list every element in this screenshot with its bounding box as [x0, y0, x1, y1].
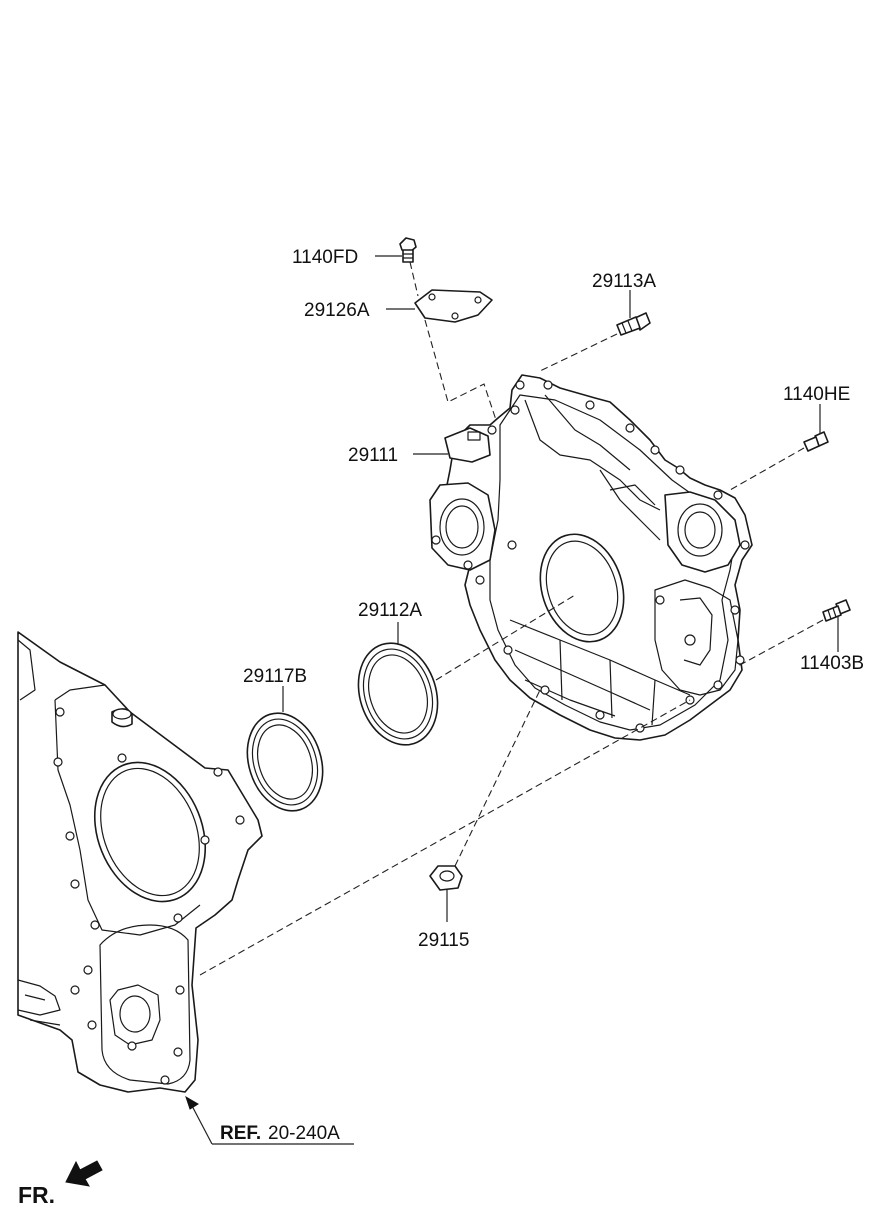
reference-callout: REF. 20-240A	[185, 1095, 354, 1145]
label-29117b: 29117B	[243, 666, 307, 687]
leader-lines	[282, 255, 839, 922]
dashed-alignment-lines	[199, 261, 824, 976]
label-29112a: 29112A	[358, 600, 422, 621]
label-11403b: 11403B	[800, 653, 864, 674]
label-29115: 29115	[418, 930, 469, 951]
front-arrow-icon	[65, 1160, 103, 1187]
label-29126a: 29126A	[304, 300, 370, 321]
gasket-plate-part	[414, 289, 493, 323]
label-1140he: 1140HE	[783, 384, 850, 405]
front-direction-indicator: FR.	[18, 1160, 103, 1208]
seal-29112a-part	[357, 642, 439, 746]
bolt-11403b-part	[822, 599, 851, 622]
label-29113a: 29113A	[592, 271, 656, 292]
engine-block-ref	[17, 631, 263, 1093]
front-label: FR.	[18, 1182, 55, 1208]
bolt-1140he-part	[803, 431, 829, 452]
label-29111: 29111	[348, 445, 398, 466]
timing-cover-part	[429, 374, 753, 741]
bolt-1140fd-part	[399, 237, 417, 263]
seal-29117b-part	[246, 712, 324, 812]
grommet-29115-part	[429, 865, 463, 891]
bolt-29113a-part	[616, 312, 651, 336]
reference-code: 20-240A	[268, 1123, 340, 1144]
label-1140fd: 1140FD	[292, 247, 358, 268]
reference-prefix: REF.	[220, 1123, 261, 1144]
